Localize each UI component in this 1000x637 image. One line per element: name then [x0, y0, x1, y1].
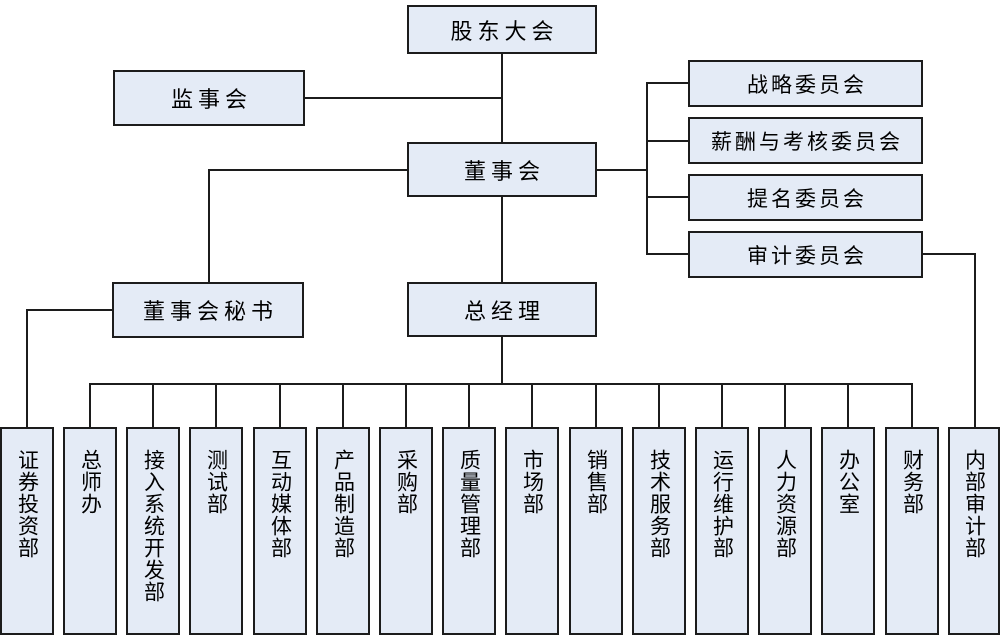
connector-stub-dept-8 [468, 383, 470, 428]
connector-audit-internal-audit-h [921, 253, 976, 255]
connector-audit-branch [648, 253, 688, 255]
node-label: 测试部 [204, 449, 229, 515]
connector-remuneration-branch [648, 140, 688, 142]
node-dept-testing: 测试部 [189, 427, 243, 635]
node-label: 接入系统开发部 [141, 449, 166, 603]
connector-secretary-securities-v [26, 309, 28, 427]
node-label: 销售部 [584, 449, 609, 515]
node-label: 战略委员会 [747, 72, 867, 97]
node-dept-sales: 销售部 [569, 427, 623, 635]
node-label: 产品制造部 [331, 449, 356, 559]
node-dept-finance: 财务部 [885, 427, 939, 635]
connector-stub-dept-5 [279, 383, 281, 428]
node-general-manager: 总经理 [407, 282, 597, 337]
node-dept-quality-management: 质量管理部 [442, 427, 496, 635]
node-label: 提名委员会 [747, 186, 867, 211]
connector-audit-internal-audit-v [974, 253, 976, 428]
connector-stub-dept-11 [658, 383, 660, 428]
connector-gm-bus [501, 337, 503, 384]
node-nomination-committee: 提名委员会 [688, 174, 923, 221]
connector-board-committee-spine [597, 169, 648, 171]
node-label: 内部审计部 [962, 449, 987, 559]
connector-stub-dept-3 [152, 383, 154, 428]
node-label: 总经理 [463, 298, 545, 324]
node-audit-committee: 审计委员会 [688, 231, 923, 278]
node-label: 审计委员会 [747, 243, 867, 268]
node-board-of-directors: 董事会 [407, 142, 597, 197]
node-dept-operations-maintenance: 运行维护部 [695, 427, 749, 635]
node-strategy-committee: 战略委员会 [688, 60, 923, 107]
node-label: 证券投资部 [15, 449, 40, 559]
connector-stub-dept-2 [89, 383, 91, 428]
connector-strategy-branch [648, 82, 688, 84]
connector-stub-dept-15 [911, 383, 913, 428]
node-dept-office: 办公室 [821, 427, 875, 635]
node-label: 财务部 [900, 449, 925, 515]
node-label: 市场部 [520, 449, 545, 515]
connector-stub-dept-14 [847, 383, 849, 428]
node-board-secretary: 董事会秘书 [112, 282, 304, 338]
connector-board-secretary-v [208, 169, 210, 282]
node-label: 采购部 [394, 449, 419, 515]
connector-stub-dept-6 [342, 383, 344, 428]
connector-stub-dept-13 [784, 383, 786, 428]
node-dept-technical-service: 技术服务部 [632, 427, 686, 635]
node-dept-human-resources: 人力资源部 [758, 427, 812, 635]
node-label: 薪酬与考核委员会 [711, 129, 903, 154]
node-dept-procurement: 采购部 [379, 427, 433, 635]
connector-stub-dept-9 [531, 383, 533, 428]
connector-board-gm [501, 197, 503, 282]
node-label: 运行维护部 [710, 449, 735, 559]
connector-nomination-branch [648, 196, 688, 198]
connector-supervisory-board [305, 97, 503, 99]
node-label: 总师办 [78, 449, 103, 515]
connector-stub-dept-12 [721, 383, 723, 428]
node-dept-internal-audit: 内部审计部 [948, 427, 1000, 635]
connector-committee-spine [646, 82, 648, 255]
connector-board-secretary-h [208, 169, 407, 171]
node-label: 办公室 [836, 449, 861, 515]
node-label: 质量管理部 [457, 449, 482, 559]
node-supervisory-board: 监事会 [113, 70, 305, 126]
node-label: 董事会 [463, 158, 545, 184]
node-label: 技术服务部 [647, 449, 672, 559]
connector-secretary-securities-h [26, 309, 112, 311]
node-label: 监事会 [170, 87, 252, 112]
connector-stub-dept-4 [215, 383, 217, 428]
node-label: 人力资源部 [773, 449, 798, 559]
node-dept-marketing: 市场部 [505, 427, 559, 635]
node-label: 互动媒体部 [268, 449, 293, 559]
node-dept-chief-engineer-office: 总师办 [63, 427, 117, 635]
node-label: 股东大会 [450, 18, 559, 44]
connector-dept-bus [89, 383, 913, 385]
connector-stub-dept-10 [595, 383, 597, 428]
node-label: 董事会秘书 [142, 299, 278, 324]
node-remuneration-committee: 薪酬与考核委员会 [688, 117, 923, 164]
connector-stub-dept-7 [405, 383, 407, 428]
node-dept-product-manufacturing: 产品制造部 [316, 427, 370, 635]
node-dept-interactive-media: 互动媒体部 [253, 427, 307, 635]
node-dept-access-system-dev: 接入系统开发部 [126, 427, 180, 635]
node-dept-securities-investment: 证券投资部 [0, 427, 54, 635]
node-shareholders-meeting: 股东大会 [407, 5, 597, 54]
